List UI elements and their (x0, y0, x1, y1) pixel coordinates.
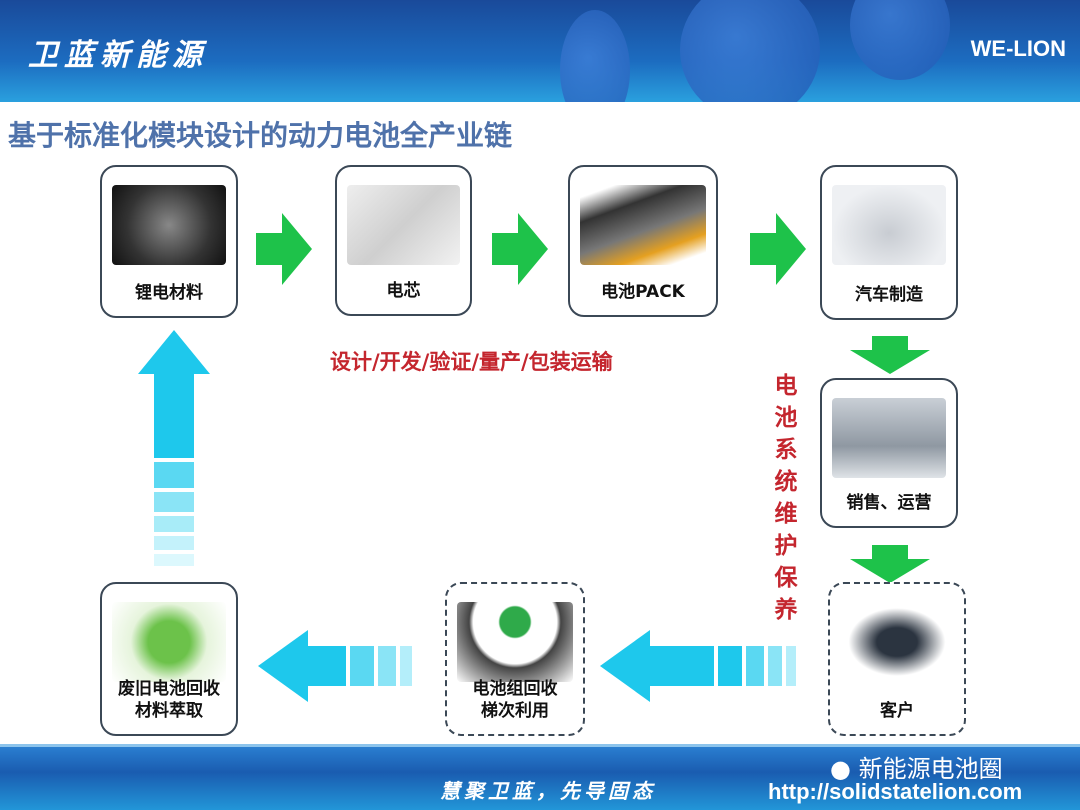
maintenance-text: 电池系统维护保养 (774, 373, 798, 623)
footer-url[interactable]: http://solidstatelion.com (768, 779, 1023, 804)
page-title: 基于标准化模块设计的动力电池全产业链 (8, 119, 513, 152)
footer-banner: 慧聚卫蓝，先导固态 ● 新能源电池圈 http://solidstatelion… (0, 744, 1080, 810)
node-sales: 销售、运营 (820, 378, 958, 528)
arrow-down-icon (850, 545, 930, 583)
arrow-up-icon (138, 330, 210, 566)
label-line: 废旧电池回收 (118, 679, 220, 699)
label-line: 梯次利用 (481, 701, 549, 721)
wechat-icon: ● (830, 755, 851, 783)
arrow-right-icon (750, 213, 806, 285)
arrow-down-icon (850, 336, 930, 374)
handshake-image (840, 602, 954, 682)
node-pack-recycle: 电池组回收梯次利用 (445, 582, 585, 736)
node-car: 汽车制造 (820, 165, 958, 320)
arrow-left-icon (258, 630, 412, 702)
battery-cell-image (347, 185, 460, 265)
wechat-account: ● 新能源电池圈 (830, 749, 1003, 784)
label-line: 材料萃取 (135, 701, 203, 721)
arrow-right-icon (256, 213, 312, 285)
node-battery-recycle: 废旧电池回收材料萃取 (100, 582, 238, 736)
wechat-name: 新能源电池圈 (858, 755, 1003, 783)
material-powder-image (112, 185, 226, 265)
label-line: 电池组回收 (472, 679, 558, 699)
arrow-right-icon (492, 213, 548, 285)
charging-station-image (832, 398, 946, 478)
node-materials: 锂电材料 (100, 165, 238, 318)
recycle-battery-image (112, 602, 226, 682)
node-pack: 电池PACK (568, 165, 718, 317)
arrow-left-icon (600, 630, 796, 702)
node-cell: 电芯 (335, 165, 472, 316)
car-image (832, 185, 946, 265)
footer-slogan: 慧聚卫蓝，先导固态 (440, 779, 656, 803)
header-banner: 卫蓝新能源 WE-LION (0, 0, 1080, 102)
battery-pack-image (580, 185, 706, 265)
recycle-pack-image (457, 602, 573, 682)
logo-text: WE-LION (970, 36, 1066, 61)
node-customer: 客户 (828, 582, 966, 736)
process-text: 设计/开发/验证/量产/包装运输 (330, 350, 613, 374)
brand-name: 卫蓝新能源 (28, 38, 208, 73)
